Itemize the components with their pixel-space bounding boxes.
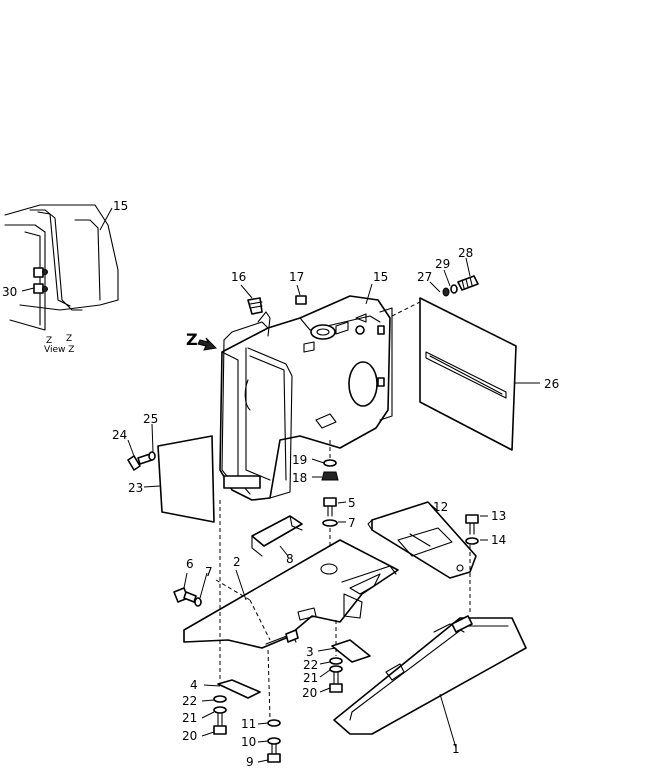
callout-12: 12 <box>433 500 448 514</box>
inset-view-z <box>4 204 119 331</box>
washer-27 <box>450 284 458 294</box>
view-mark: Z <box>66 334 72 344</box>
callout-15: 15 <box>113 199 128 213</box>
bolt-20b <box>213 713 227 735</box>
callout-30: 30 <box>2 285 17 299</box>
bolt-13 <box>465 514 479 535</box>
bracket-8 <box>251 515 303 557</box>
washer-19 <box>323 459 337 467</box>
callout-15b: 15 <box>373 270 388 284</box>
cap-17 <box>295 295 307 305</box>
callouts: 15 30 16 17 15 27 29 28 26 24 25 23 19 1… <box>2 199 559 768</box>
bolt-9 <box>267 743 281 763</box>
callout-2: 2 <box>233 555 241 569</box>
callout-22b: 22 <box>182 694 197 708</box>
view-label: View Z <box>44 345 74 355</box>
washer-10 <box>267 737 281 745</box>
callout-9: 9 <box>246 755 254 768</box>
washer-29 <box>442 287 450 297</box>
callout-1: 1 <box>452 742 460 756</box>
panel-23 <box>157 435 215 523</box>
view-letter: Z <box>46 336 52 346</box>
callout-10: 10 <box>241 735 256 749</box>
washer-22b <box>213 695 227 703</box>
callout-3: 3 <box>306 645 314 659</box>
callout-6: 6 <box>186 557 194 571</box>
callout-7: 7 <box>348 516 356 530</box>
callout-26: 26 <box>544 377 559 391</box>
callout-14: 14 <box>491 533 506 547</box>
frame-2 <box>183 539 399 649</box>
bracket-4 <box>217 679 261 699</box>
callout-21a: 21 <box>303 671 318 685</box>
callout-4: 4 <box>190 678 198 692</box>
bolt-20a <box>329 671 343 693</box>
skid-plate-1 <box>333 615 527 735</box>
callout-16: 16 <box>231 270 246 284</box>
callout-7b: 7 <box>205 565 213 579</box>
bolt-24 <box>127 453 153 471</box>
callout-20a: 20 <box>302 686 317 700</box>
callout-23: 23 <box>128 481 143 495</box>
callout-5: 5 <box>348 496 356 510</box>
callout-29: 29 <box>435 257 450 271</box>
callout-18: 18 <box>292 471 307 485</box>
callout-8: 8 <box>286 552 294 566</box>
callout-27: 27 <box>417 270 432 284</box>
screw-28 <box>457 275 479 291</box>
view-arrow-letter: Z <box>186 330 198 349</box>
callout-17: 17 <box>289 270 304 284</box>
washer-21b <box>213 706 227 714</box>
bolt-5 <box>323 497 337 517</box>
callout-24: 24 <box>112 428 127 442</box>
callout-22a: 22 <box>303 658 318 672</box>
washer-7b <box>194 597 202 607</box>
callout-13: 13 <box>491 509 506 523</box>
washer-14 <box>465 537 479 545</box>
bracket-12 <box>367 501 477 579</box>
cap-16 <box>247 297 263 315</box>
panel-26 <box>419 297 517 451</box>
washer-22a <box>329 657 343 665</box>
callout-11: 11 <box>241 717 256 731</box>
callout-21b: 21 <box>182 711 197 725</box>
washer-11 <box>267 719 281 727</box>
fuel-tank <box>219 295 393 501</box>
callout-19: 19 <box>292 453 307 467</box>
nut-18 <box>321 471 339 481</box>
washer-7 <box>322 519 338 527</box>
callout-28: 28 <box>458 246 473 260</box>
washer-25 <box>148 451 156 461</box>
callout-25: 25 <box>143 412 158 426</box>
washer-21a <box>329 665 343 673</box>
bolt-6 <box>173 587 197 603</box>
bracket-3 <box>331 639 371 663</box>
callout-20b: 20 <box>182 729 197 743</box>
view-arrow-icon <box>197 337 218 351</box>
